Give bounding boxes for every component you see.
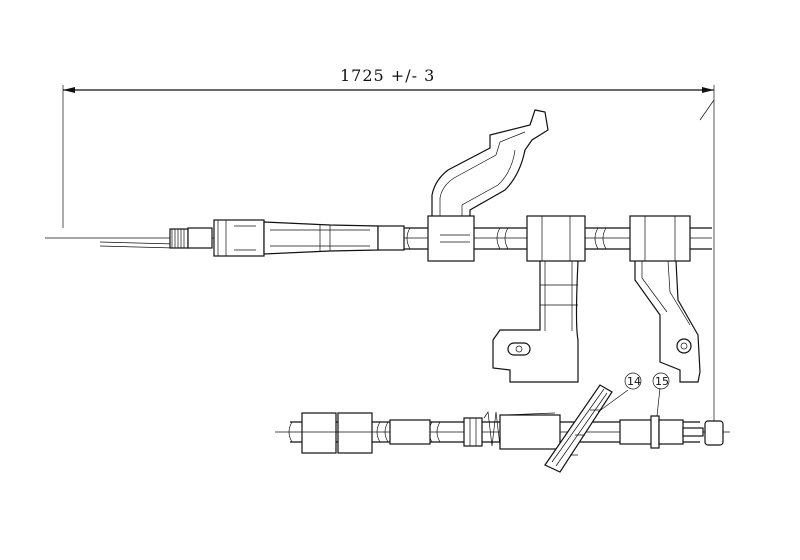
upper-cable-view [45,109,712,383]
overall-length-dimension: 1725 +/- 3 [340,66,436,85]
callout-14: 14 [624,372,642,390]
callout-15: 15 [652,372,670,390]
svg-text:15: 15 [655,375,669,388]
lower-cable-view [275,384,730,473]
svg-text:14: 14 [627,375,641,388]
dimension-line [62,85,715,425]
